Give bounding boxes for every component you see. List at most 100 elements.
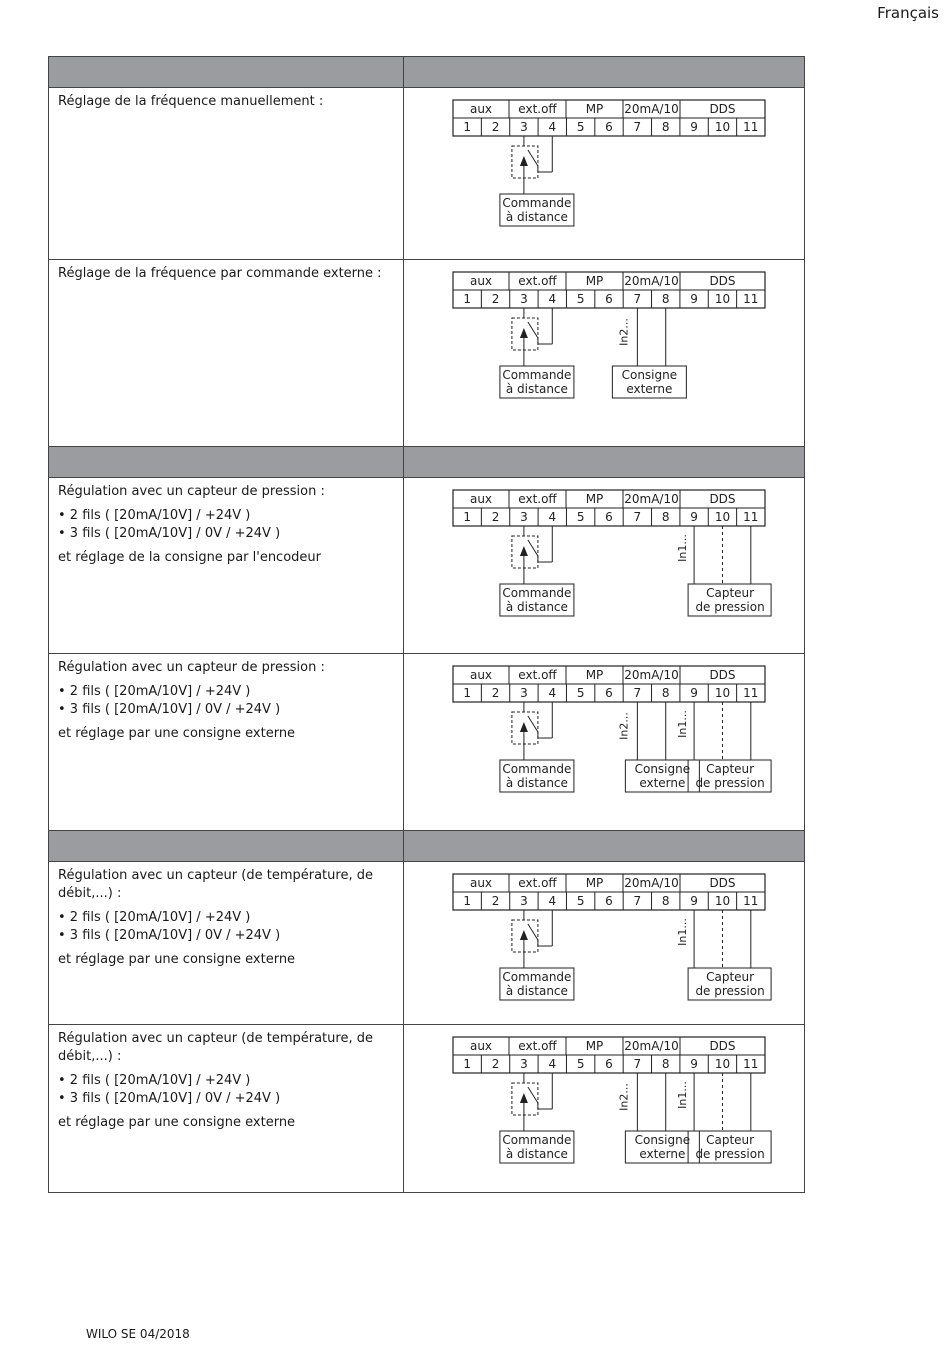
remote-control-box (499, 365, 575, 399)
actuator-arrow (519, 930, 528, 940)
section-header-row (48, 56, 805, 88)
language-label: Français (877, 4, 939, 22)
terminal-number: 8 (662, 894, 670, 908)
row-title: Régulation avec un capteur de pression : (58, 660, 325, 675)
terminal-number: 8 (662, 120, 670, 134)
actuator-arrow (519, 328, 528, 338)
terminal-number: 1 (463, 292, 471, 306)
terminal-number: 1 (463, 510, 471, 524)
pressure-sensor-label: Capteur (706, 1133, 754, 1147)
input-label-in2: In2... (617, 712, 630, 740)
input-label-in2: In2... (617, 1083, 630, 1111)
bullet-item: • 2 fils ( [20mA/10V] / +24V ) (58, 508, 251, 523)
remote-control-box (499, 583, 575, 617)
terminal-number: 5 (577, 686, 585, 700)
terminal-group-label: ext.off (518, 102, 557, 116)
remote-control-label: à distance (506, 210, 568, 224)
row-title: Réglage de la fréquence par commande ext… (58, 266, 382, 281)
terminal-number: 7 (634, 292, 642, 306)
remote-control-label: Commande (502, 1133, 571, 1147)
terminal-number: 8 (662, 292, 670, 306)
switch-contact (527, 149, 539, 167)
terminal-number: 4 (548, 510, 556, 524)
terminal-group-label: MP (586, 274, 604, 288)
terminal-number: 9 (690, 120, 698, 134)
terminal-number: 11 (743, 1057, 758, 1071)
terminal-number: 11 (743, 510, 758, 524)
row-title: Régulation avec un capteur de pression : (58, 484, 325, 499)
description-cell: Régulation avec un capteur (de températu… (48, 1024, 404, 1193)
bullet-item: • 3 fils ( [20mA/10V] / 0V / +24V ) (58, 928, 281, 943)
description-cell: Réglage de la fréquence par commande ext… (48, 259, 404, 447)
terminal-number: 7 (634, 510, 642, 524)
description-cell: Régulation avec un capteur (de températu… (48, 861, 404, 1025)
terminal-number: 5 (577, 292, 585, 306)
wiring-row: Régulation avec un capteur (de températu… (48, 861, 805, 1025)
terminal-group-label: MP (586, 102, 604, 116)
terminal-number: 2 (492, 120, 500, 134)
description-cell: Régulation avec un capteur de pression :… (48, 653, 404, 831)
terminal-number: 10 (715, 686, 730, 700)
switch-contact (527, 321, 539, 339)
terminal-number: 2 (492, 1057, 500, 1071)
terminal-number: 5 (577, 120, 585, 134)
pressure-sensor-box (687, 1130, 772, 1164)
external-setpoint-box (624, 759, 700, 793)
terminal-number: 3 (520, 686, 528, 700)
remote-control-label: Commande (502, 196, 571, 210)
terminal-group-label: ext.off (518, 492, 557, 506)
terminal-number: 6 (605, 686, 613, 700)
terminal-group-label: DDS (709, 492, 735, 506)
row-note: et réglage par une consigne externe (58, 952, 296, 967)
terminal-group-label: aux (470, 876, 492, 890)
terminal-number: 7 (634, 1057, 642, 1071)
remote-control-box (499, 759, 575, 793)
terminal-group-label: aux (470, 1039, 492, 1053)
switch-box (511, 145, 539, 179)
actuator-arrow (519, 156, 528, 166)
pressure-sensor-label: de pression (695, 1147, 764, 1161)
terminal-number: 6 (605, 292, 613, 306)
pressure-sensor-box (687, 759, 772, 793)
pressure-sensor-label: de pression (695, 984, 764, 998)
wiring-row: Réglage de la fréquence par commande ext… (48, 259, 805, 447)
description-cell: Réglage de la fréquence manuellement : (48, 87, 404, 260)
terminal-number: 6 (605, 120, 613, 134)
terminal-group-label: 20mA/10 (624, 274, 678, 288)
external-setpoint-label: externe (639, 1147, 685, 1161)
row-title: Régulation avec un capteur (de températu… (58, 1031, 373, 1064)
terminal-group-label: aux (470, 492, 492, 506)
bullet-item: • 2 fils ( [20mA/10V] / +24V ) (58, 684, 251, 699)
input-label-in2: In2... (617, 318, 630, 346)
terminal-number: 4 (548, 894, 556, 908)
terminal-number: 8 (662, 686, 670, 700)
terminal-number: 4 (548, 120, 556, 134)
pressure-sensor-label: Capteur (706, 586, 754, 600)
wiring-table: Réglage de la fréquence manuellement : au… (48, 56, 805, 1193)
actuator-arrow (519, 546, 528, 556)
row-note: et réglage par une consigne externe (58, 1115, 296, 1130)
terminal-number: 6 (605, 894, 613, 908)
pressure-sensor-label: Capteur (706, 970, 754, 984)
remote-control-label: Commande (502, 762, 571, 776)
terminal-number: 8 (662, 1057, 670, 1071)
terminal-number: 10 (715, 510, 730, 524)
input-label-in1: In1... (676, 710, 689, 738)
wiring-row: Régulation avec un capteur (de températu… (48, 1024, 805, 1193)
terminal-group-label: DDS (709, 274, 735, 288)
row-title: Régulation avec un capteur (de températu… (58, 868, 373, 901)
switch-box (511, 1082, 539, 1116)
input-label-in1: In1... (676, 1081, 689, 1109)
terminal-group-label: 20mA/10 (624, 876, 678, 890)
bullet-item: • 3 fils ( [20mA/10V] / 0V / +24V ) (58, 526, 281, 541)
terminal-group-label: 20mA/10 (624, 1039, 678, 1053)
terminal-number: 5 (577, 510, 585, 524)
bullet-item: • 2 fils ( [20mA/10V] / +24V ) (58, 910, 251, 925)
remote-control-label: Commande (502, 586, 571, 600)
